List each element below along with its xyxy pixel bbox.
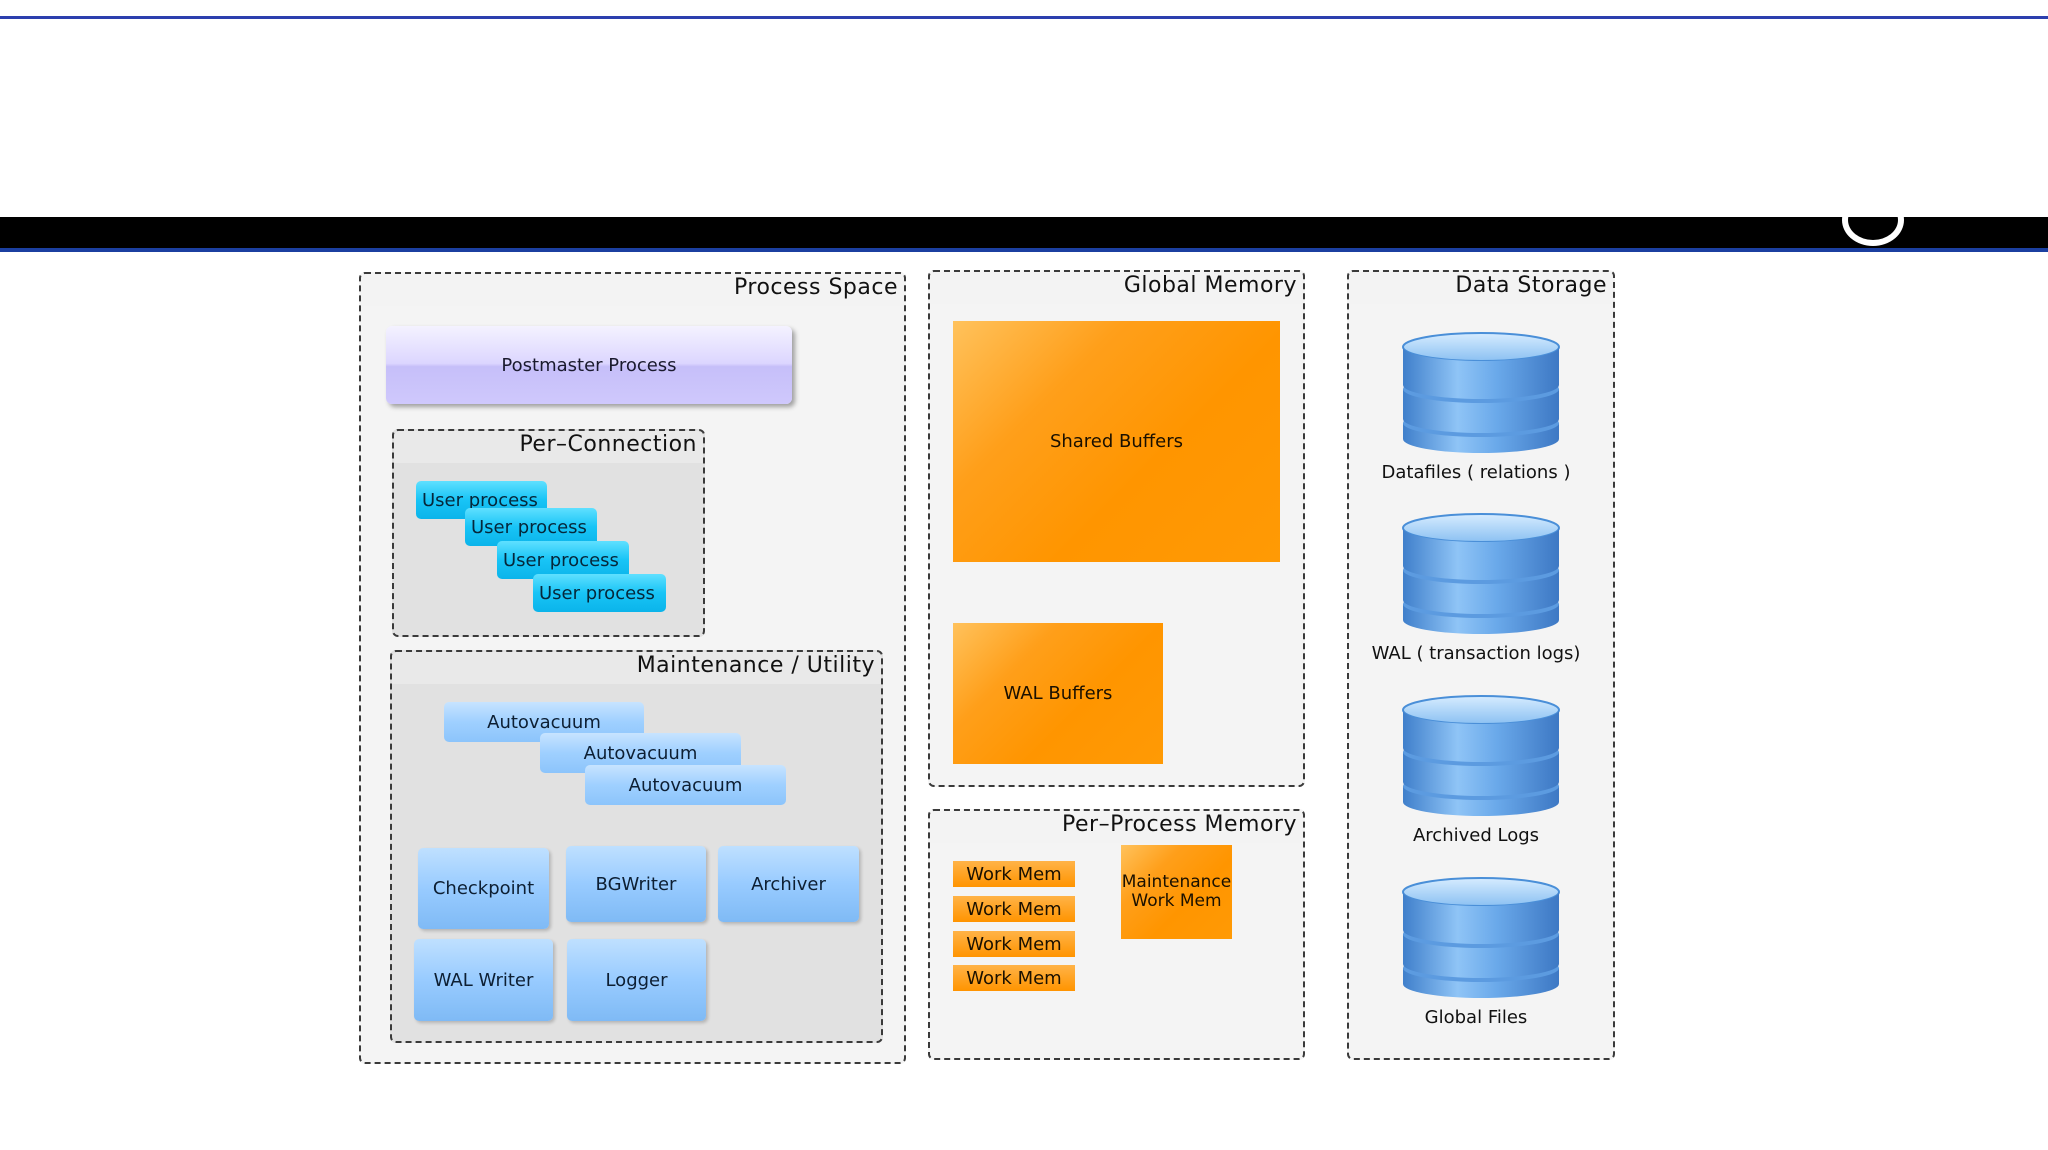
- shared-buffers: Shared Buffers: [953, 321, 1280, 562]
- work-mem: Work Mem: [953, 861, 1075, 887]
- wal-buffers: WAL Buffers: [953, 623, 1163, 764]
- global-files-label: Global Files: [1424, 1007, 1528, 1028]
- user-process: User process: [497, 541, 629, 579]
- database-icon: [1400, 872, 1562, 1002]
- global-memory-title: Global Memory: [1123, 273, 1297, 298]
- postmaster-process: Postmaster Process: [386, 326, 792, 404]
- maintenance-work-mem: Maintenance Work Mem: [1121, 845, 1232, 939]
- wal-writer-process: WAL Writer: [414, 939, 553, 1021]
- data-storage-title: Data Storage: [1455, 273, 1607, 298]
- loading-spinner-icon: [1842, 194, 1904, 246]
- process-space-title: Process Space: [734, 275, 898, 300]
- database-icon: [1400, 690, 1562, 820]
- per-process-memory-title: Per–Process Memory: [1062, 812, 1297, 837]
- datafiles-label: Datafiles ( relations ): [1381, 462, 1571, 483]
- maintenance-utility-title: Maintenance / Utility: [636, 653, 875, 678]
- autovacuum-process: Autovacuum: [585, 765, 786, 805]
- archiver-process: Archiver: [718, 846, 859, 922]
- database-icon: [1400, 327, 1562, 457]
- archived-logs-label: Archived Logs: [1412, 825, 1540, 846]
- work-mem: Work Mem: [953, 931, 1075, 957]
- toolbar-bar: [0, 217, 2048, 252]
- postmaster-label: Postmaster Process: [501, 354, 677, 376]
- database-icon: [1400, 508, 1562, 638]
- user-process: User process: [533, 574, 666, 612]
- top-border-line: [0, 16, 2048, 19]
- per-connection-title: Per–Connection: [519, 432, 697, 457]
- work-mem: Work Mem: [953, 965, 1075, 991]
- bgwriter-process: BGWriter: [566, 846, 706, 922]
- user-process: User process: [465, 508, 597, 546]
- wal-logs-label: WAL ( transaction logs): [1371, 643, 1581, 664]
- logger-process: Logger: [567, 939, 706, 1021]
- checkpoint-process: Checkpoint: [418, 848, 549, 929]
- work-mem: Work Mem: [953, 896, 1075, 922]
